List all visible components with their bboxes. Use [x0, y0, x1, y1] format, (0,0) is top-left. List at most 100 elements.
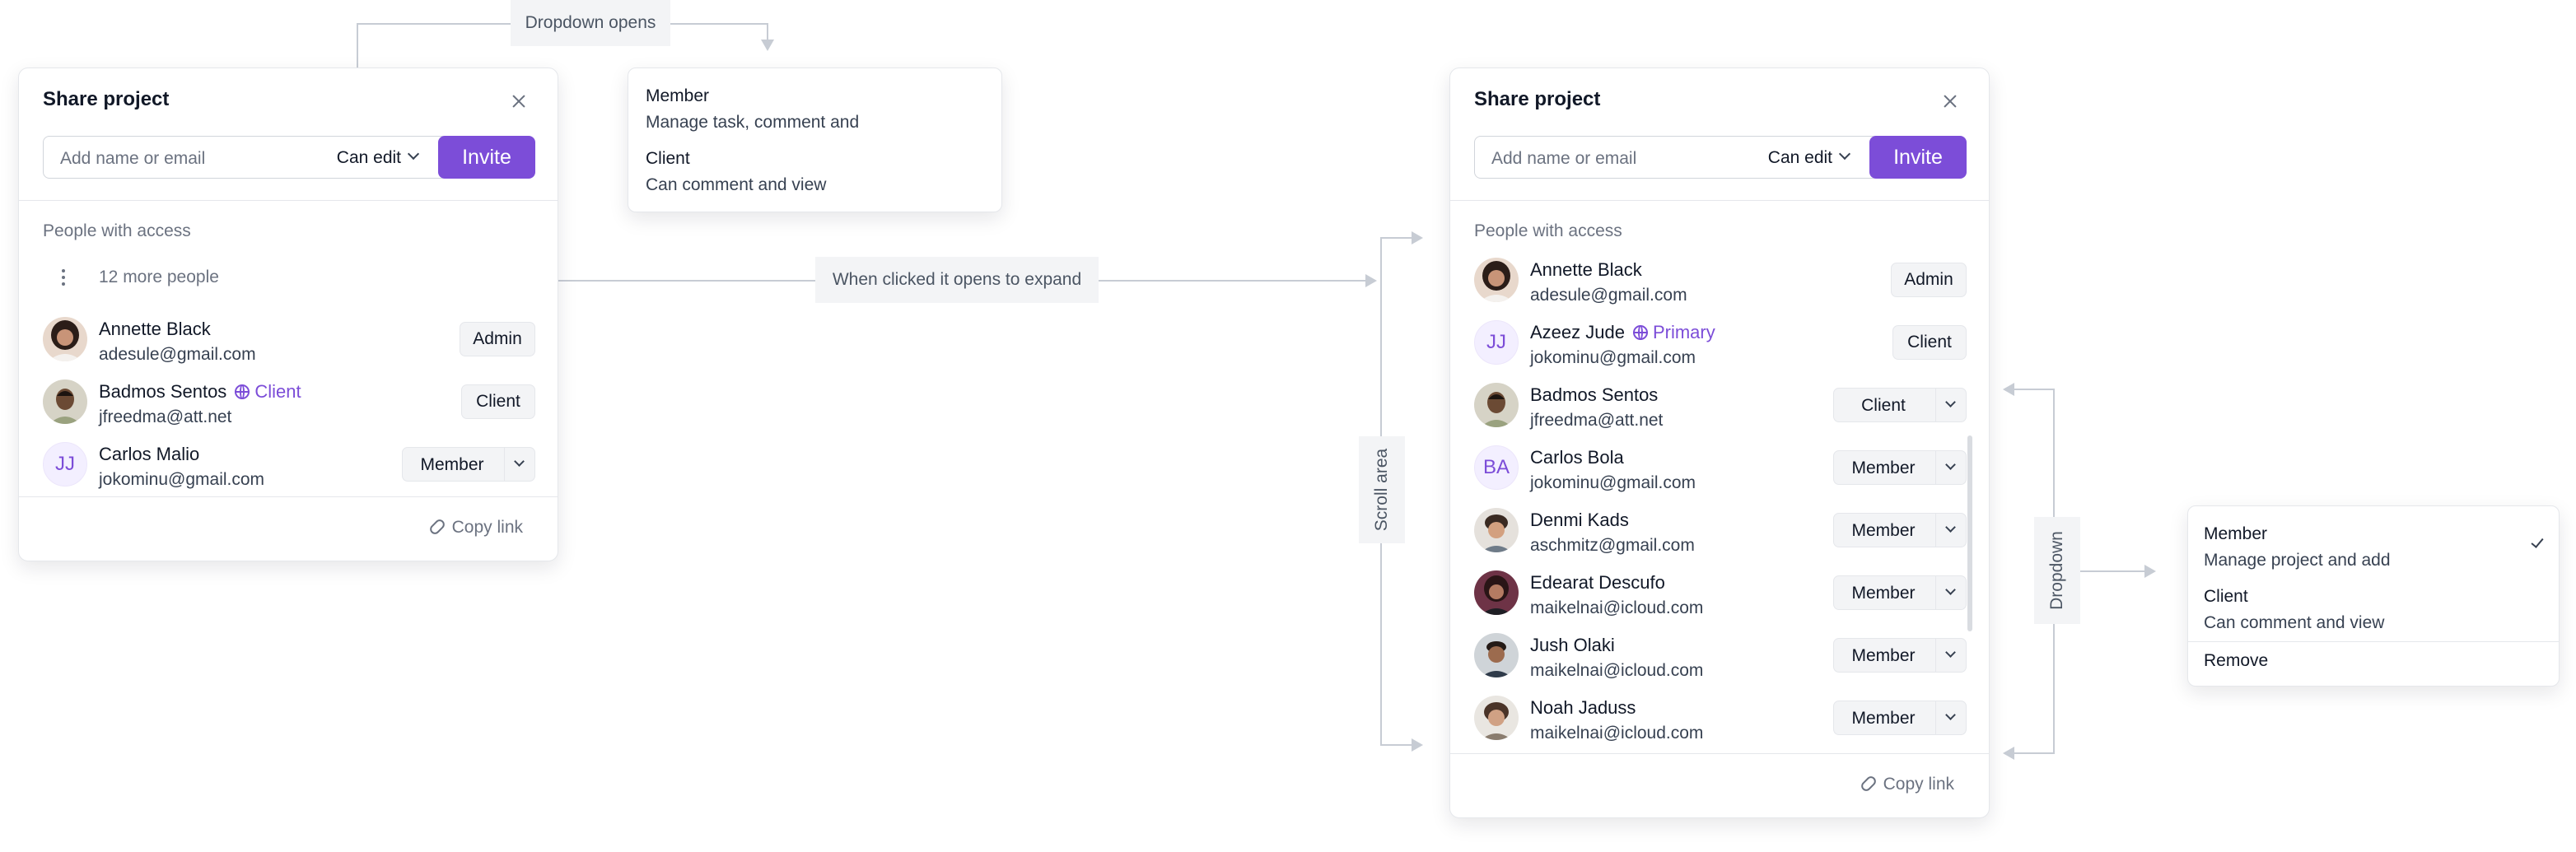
role-dropdown-label: Member [1851, 521, 1916, 540]
role-badge: Admin [460, 322, 535, 356]
menu-item-member[interactable]: Member [646, 86, 710, 105]
role-dropdown[interactable]: Member [1833, 513, 1967, 547]
close-icon[interactable] [1940, 91, 1960, 111]
annotation-scroll-area-text: Scroll area [1372, 448, 1391, 532]
role-dropdown[interactable]: Member [1833, 638, 1967, 673]
person-name: Annette Black [99, 319, 211, 339]
globe-icon [235, 384, 250, 399]
person-email: maikelnai@icloud.com [1530, 598, 1704, 617]
person-row: BA Carlos Bola jokominu@gmail.com Member [1474, 440, 1967, 495]
chevron-down-icon[interactable] [1945, 397, 1956, 407]
input-placeholder: Add name or email [1491, 149, 1637, 168]
person-row: Denmi Kads aschmitz@gmail.com Member [1474, 503, 1967, 557]
section-people-with-access: People with access [1474, 221, 1622, 240]
chevron-down-icon[interactable] [1945, 584, 1956, 595]
menu-item-desc: Can comment and view [646, 175, 827, 194]
name-email-input[interactable]: Add name or email Can edit [43, 136, 448, 179]
role-dropdown[interactable]: Member [1833, 701, 1967, 735]
menu-item-remove[interactable]: Remove [2204, 651, 2269, 670]
role-dropdown-label: Member [420, 455, 484, 474]
divider [1450, 753, 1989, 754]
role-dropdown[interactable]: Client [1833, 388, 1967, 422]
divider [1935, 451, 1936, 484]
person-email: adesule@gmail.com [99, 345, 256, 364]
permission-select[interactable]: Can edit [1767, 148, 1832, 167]
scrollbar[interactable] [1967, 435, 1972, 631]
person-name: Badmos Sentos [1530, 384, 1659, 405]
share-project-dialog-collapsed: Share project Add name or email Can edit… [18, 68, 558, 561]
role-dropdown[interactable]: Member [402, 447, 535, 482]
menu-item-client[interactable]: Client [646, 149, 690, 168]
link-icon [1859, 774, 1878, 794]
role-dropdown-label: Client [1861, 396, 1906, 415]
role-badge: Admin [1891, 263, 1967, 297]
copy-link-label: Copy link [1883, 775, 1954, 794]
person-name: Denmi Kads [1530, 510, 1629, 530]
role-dropdown-label: Member [1851, 584, 1916, 603]
copy-link-button[interactable]: Copy link [1859, 774, 1954, 794]
more-people-link[interactable]: 12 more people [99, 268, 219, 286]
chevron-down-icon[interactable] [1945, 710, 1956, 720]
avatar [1474, 696, 1519, 740]
permission-select[interactable]: Can edit [336, 148, 401, 167]
divider [1935, 389, 1936, 421]
copy-link-label: Copy link [451, 518, 523, 537]
annotation-dropdown: Dropdown [2034, 517, 2080, 624]
divider [19, 496, 558, 497]
name-email-input[interactable]: Add name or email Can edit [1474, 136, 1879, 179]
client-tag-label: Client [254, 381, 301, 402]
role-dropdown[interactable]: Member [1833, 450, 1967, 485]
person-row: Annette Black adesule@gmail.com Admin [1474, 253, 1967, 307]
globe-icon [1632, 325, 1648, 340]
chevron-down-icon[interactable] [1945, 459, 1956, 470]
more-vertical-icon[interactable] [62, 269, 67, 289]
divider [1935, 514, 1936, 547]
person-name: Annette Black [1530, 259, 1642, 280]
chevron-down-icon[interactable] [514, 456, 525, 467]
person-name: Edearat Descufo [1530, 572, 1665, 593]
divider [504, 448, 505, 481]
avatar [1474, 258, 1519, 302]
copy-link-button[interactable]: Copy link [427, 517, 523, 538]
chevron-down-icon[interactable] [1838, 147, 1851, 161]
menu-item-desc: Manage task, comment and [646, 113, 860, 132]
avatar-initials: JJ [1474, 320, 1519, 365]
role-dropdown-label: Member [1851, 646, 1916, 665]
person-email: maikelnai@icloud.com [1530, 661, 1704, 680]
divider [1935, 701, 1936, 734]
share-project-dialog-expanded: Share project Add name or email Can edit… [1449, 68, 1990, 818]
link-icon [427, 517, 446, 537]
dialog-title: Share project [43, 88, 170, 110]
role-dropdown[interactable]: Member [1833, 575, 1967, 610]
annotation-scroll-area: Scroll area [1359, 436, 1405, 543]
chevron-down-icon[interactable] [1945, 647, 1956, 658]
person-row: Jush Olaki maikelnai@icloud.com Member [1474, 628, 1967, 682]
close-icon[interactable] [509, 91, 529, 111]
people-scroll-area[interactable]: Annette Black adesule@gmail.com Admin JJ… [1450, 253, 1989, 747]
divider [1450, 200, 1989, 201]
client-tag: Client [235, 381, 301, 402]
divider [19, 200, 558, 201]
chevron-down-icon[interactable] [1945, 522, 1956, 533]
person-row: Edearat Descufo maikelnai@icloud.com Mem… [1474, 566, 1967, 620]
person-row: Noah Jaduss maikelnai@icloud.com Member [1474, 691, 1967, 745]
person-email: jfreedma@att.net [1530, 411, 1664, 430]
invite-button[interactable]: Invite [438, 136, 535, 179]
avatar [43, 379, 87, 424]
person-name: Carlos Bola [1530, 447, 1624, 468]
person-email: adesule@gmail.com [1530, 286, 1687, 305]
person-email: maikelnai@icloud.com [1530, 724, 1704, 743]
section-people-with-access: People with access [43, 221, 191, 240]
check-icon [2531, 535, 2544, 548]
person-email: jokominu@gmail.com [99, 470, 265, 489]
menu-item-member[interactable]: Member [2204, 524, 2268, 543]
chevron-down-icon[interactable] [407, 147, 420, 161]
person-email: jfreedma@att.net [99, 407, 232, 426]
invite-button[interactable]: Invite [1869, 136, 1967, 179]
menu-item-client[interactable]: Client [2204, 587, 2248, 606]
primary-tag: Primary [1632, 322, 1715, 342]
annotation-dropdown-text: Dropdown [2047, 531, 2066, 610]
